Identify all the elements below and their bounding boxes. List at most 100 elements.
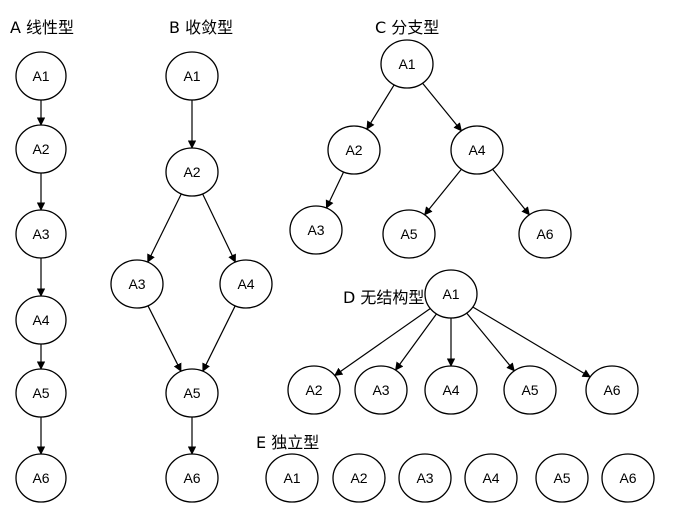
edge-c-a4-to-a6 (492, 168, 530, 216)
node-ellipse (424, 365, 478, 415)
node-d-a1: A1 (424, 269, 478, 319)
node-label: A4 (442, 382, 459, 398)
node-ellipse (219, 259, 273, 309)
edge-d-a1-to-a5 (466, 312, 515, 372)
edge-d-a1-to-a3 (395, 313, 437, 371)
node-label: A3 (372, 382, 389, 398)
node-ellipse (287, 365, 341, 415)
node-ellipse (354, 365, 408, 415)
edge-b-a2-to-a3 (147, 193, 182, 263)
section-title-d: D 无结构型 (343, 288, 424, 307)
node-label: A3 (307, 222, 324, 238)
node-label: A1 (183, 68, 200, 84)
node-ellipse (503, 365, 557, 415)
node-ellipse (15, 124, 67, 174)
node-label: A5 (183, 385, 200, 401)
node-label: A6 (32, 470, 49, 486)
node-b-a1: A1 (165, 51, 219, 101)
node-ellipse (464, 453, 518, 503)
node-label: A2 (345, 142, 362, 158)
node-ellipse (327, 125, 381, 175)
edge-c-a1-to-a4 (422, 82, 462, 132)
node-label: A5 (32, 385, 49, 401)
node-ellipse (424, 269, 478, 319)
node-ellipse (165, 51, 219, 101)
section-title-e: E 独立型 (256, 433, 319, 452)
edge-d-a1-to-a6 (472, 306, 591, 378)
node-c-a4: A4 (450, 125, 504, 175)
node-e-a1: A1 (265, 453, 319, 503)
node-label: A3 (128, 276, 145, 292)
edges (36, 82, 591, 455)
node-ellipse (15, 295, 67, 345)
node-c-a5: A5 (382, 209, 436, 259)
node-label: A1 (398, 56, 415, 72)
node-e-a2: A2 (332, 453, 386, 503)
section-title-c: C 分支型 (375, 18, 439, 37)
node-label: A4 (237, 276, 254, 292)
node-label: A2 (183, 164, 200, 180)
node-b-a4: A4 (219, 259, 273, 309)
node-a-a2: A2 (15, 124, 67, 174)
node-c-a3: A3 (289, 205, 343, 255)
edge-b-a2-to-a4 (202, 193, 236, 263)
node-label: A5 (400, 226, 417, 242)
node-label: A4 (468, 142, 485, 158)
edge-b-a3-to-a5 (147, 305, 182, 372)
node-label: A1 (32, 68, 49, 84)
node-ellipse (165, 147, 219, 197)
node-c-a6: A6 (518, 209, 572, 259)
node-ellipse (518, 209, 572, 259)
node-d-a3: A3 (354, 365, 408, 415)
node-ellipse (398, 453, 452, 503)
node-a-a3: A3 (15, 209, 67, 259)
node-label: A3 (416, 470, 433, 486)
node-ellipse (380, 39, 434, 89)
node-ellipse (601, 453, 655, 503)
node-e-a6: A6 (601, 453, 655, 503)
edge-c-a1-to-a2 (366, 84, 395, 130)
node-ellipse (382, 209, 436, 259)
node-label: A6 (183, 470, 200, 486)
node-d-a4: A4 (424, 365, 478, 415)
node-a-a6: A6 (15, 453, 67, 503)
section-title-a: A 线性型 (10, 18, 74, 37)
node-e-a3: A3 (398, 453, 452, 503)
node-ellipse (265, 453, 319, 503)
node-ellipse (110, 259, 164, 309)
edge-c-a2-to-a3 (325, 171, 345, 209)
node-label: A5 (553, 470, 570, 486)
node-label: A2 (305, 382, 322, 398)
node-b-a2: A2 (165, 147, 219, 197)
node-ellipse (15, 209, 67, 259)
node-ellipse (450, 125, 504, 175)
node-ellipse (15, 51, 67, 101)
node-a-a4: A4 (15, 295, 67, 345)
edge-b-a4-to-a5 (202, 305, 236, 372)
node-a-a5: A5 (15, 368, 67, 418)
node-b-a3: A3 (110, 259, 164, 309)
edge-c-a4-to-a5 (424, 168, 462, 216)
node-label: A1 (442, 286, 459, 302)
node-ellipse (165, 368, 219, 418)
node-ellipse (289, 205, 343, 255)
node-ellipse (165, 453, 219, 503)
node-a-a1: A1 (15, 51, 67, 101)
node-label: A4 (32, 312, 49, 328)
node-e-a4: A4 (464, 453, 518, 503)
node-label: A5 (521, 382, 538, 398)
node-b-a6: A6 (165, 453, 219, 503)
node-c-a2: A2 (327, 125, 381, 175)
node-ellipse (15, 453, 67, 503)
edge-d-a1-to-a2 (334, 308, 431, 376)
node-label: A1 (283, 470, 300, 486)
node-ellipse (15, 368, 67, 418)
node-label: A4 (482, 470, 499, 486)
node-label: A6 (603, 382, 620, 398)
node-label: A6 (619, 470, 636, 486)
node-e-a5: A5 (535, 453, 589, 503)
node-ellipse (535, 453, 589, 503)
